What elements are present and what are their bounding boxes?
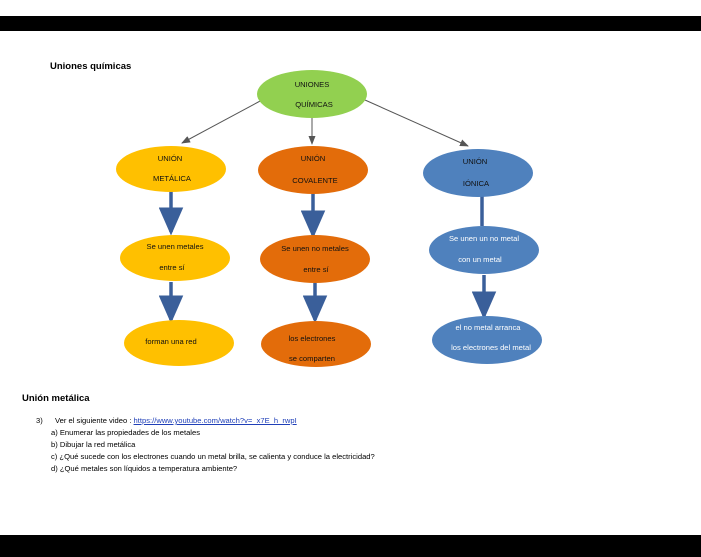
subsection-title: Unión metálica	[22, 393, 90, 404]
task-list: 3) Ver el siguiente video : https://www.…	[36, 415, 375, 475]
node-covalente-end-line2: se comparten	[289, 354, 335, 363]
task-item-d: d) ¿Qué metales son líquidos a temperatu…	[51, 464, 238, 473]
node-ionica-end: el no metal arranca los electrones del m…	[432, 316, 542, 364]
node-root-shape	[257, 70, 367, 118]
node-union-ionica: UNIÓN IÓNICA	[423, 149, 533, 197]
node-covalente-mid-line2: entre sí	[303, 265, 329, 274]
node-ionica-end-line2: los electrones del metal	[451, 343, 531, 352]
node-covalente-shape	[258, 146, 368, 194]
section-title: Uniones químicas	[50, 61, 132, 72]
node-covalente-end-line1: los electrones	[289, 334, 336, 343]
node-ionica-end-line1: el no metal arranca	[455, 323, 521, 332]
node-metalica-shape	[116, 146, 226, 192]
node-union-metalica: UNIÓN METÁLICA	[116, 146, 226, 192]
node-uniones-quimicas: UNIONES QUÍMICAS	[257, 70, 367, 118]
task-item-b: b) Dibujar la red metálica	[51, 440, 136, 449]
connector-root-ionica	[364, 99, 469, 147]
connector-root-metalica	[181, 99, 263, 144]
node-covalente-end-shape	[261, 321, 371, 367]
node-covalente-line1: UNIÓN	[301, 154, 325, 163]
node-covalente-mid-shape	[260, 235, 370, 283]
node-metalica-line1: UNIÓN	[158, 154, 182, 163]
task-number: 3)	[36, 416, 43, 425]
node-metalica-mid-line2: entre sí	[159, 263, 185, 272]
node-metalica-mid: Se unen metales entre sí	[120, 235, 230, 281]
node-metalica-end: forman una red	[124, 320, 234, 366]
node-metalica-end-line1: forman una red	[145, 337, 197, 346]
task-item-c: c) ¿Qué sucede con los electrones cuando…	[51, 452, 375, 461]
node-ionica-line1: UNIÓN	[463, 157, 487, 166]
node-metalica-mid-line1: Se unen metales	[147, 242, 204, 251]
node-ionica-line2: IÓNICA	[463, 179, 490, 188]
node-metalica-line2: METÁLICA	[153, 174, 192, 183]
node-metalica-end-shape	[124, 320, 234, 366]
node-metalica-mid-shape	[120, 235, 230, 281]
node-covalente-mid: Se unen no metales entre sí	[260, 235, 370, 283]
node-ionica-mid-line1: Se unen un no metal	[449, 234, 519, 243]
task-intro: Ver el siguiente video :	[55, 416, 134, 425]
bottom-black-bar	[0, 535, 701, 557]
node-union-covalente: UNIÓN COVALENTE	[258, 146, 368, 194]
top-black-bar	[0, 16, 701, 31]
concept-map: UNIONES QUÍMICAS UNIÓN METÁLICA Se unen …	[116, 70, 542, 367]
video-link[interactable]: https://www.youtube.com/watch?v=_x7E_h_r…	[133, 416, 297, 425]
node-covalente-mid-line1: Se unen no metales	[281, 244, 349, 253]
node-ionica-mid: Se unen un no metal con un metal	[429, 226, 539, 274]
node-ionica-mid-line2: con un metal	[458, 255, 502, 264]
task-item-a: a) Enumerar las propiedades de los metal…	[51, 428, 201, 437]
node-ionica-end-shape	[432, 316, 542, 364]
node-covalente-line2: COVALENTE	[292, 176, 337, 185]
node-covalente-end: los electrones se comparten	[261, 321, 371, 367]
task-intro-row: 3) Ver el siguiente video : https://www.…	[36, 415, 375, 427]
node-root-line1: UNIONES	[295, 80, 330, 89]
node-ionica-mid-shape	[429, 226, 539, 274]
node-root-line2: QUÍMICAS	[295, 100, 333, 109]
node-ionica-shape	[423, 149, 533, 197]
